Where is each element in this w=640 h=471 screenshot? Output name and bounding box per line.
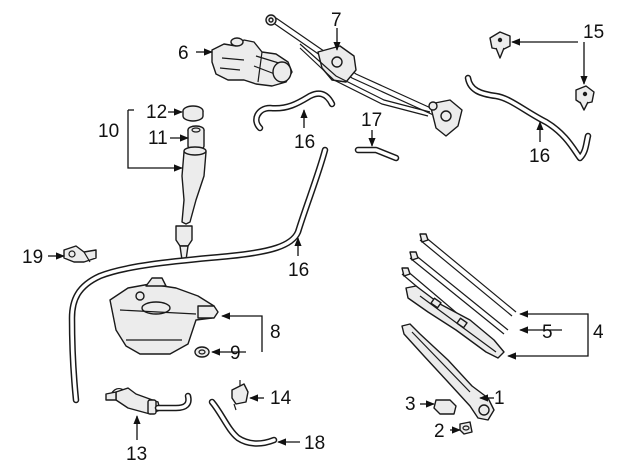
wiper-motor (211, 37, 293, 87)
hose-clip (63, 245, 97, 263)
washer-nozzle-lower (575, 85, 595, 111)
callout-2: 2 (434, 421, 445, 442)
leader-lines (48, 28, 589, 446)
callout-16-upper-center: 16 (294, 132, 315, 153)
callout-16-long-hose: 16 (288, 260, 309, 281)
washer-hose-long (68, 146, 329, 404)
callout-15: 15 (583, 22, 604, 43)
wiper-blade-upper (419, 233, 517, 317)
callout-6: 6 (178, 43, 189, 64)
washer-nozzle-upper (489, 31, 511, 59)
callout-9: 9 (230, 343, 241, 364)
washer-fluid-reservoir (109, 277, 219, 355)
wiper-arm-nut (459, 421, 473, 435)
hose-connector (231, 380, 249, 411)
wiper-arm-cover (433, 399, 457, 415)
callout-16-upper-right: 16 (529, 146, 550, 167)
callout-10: 10 (98, 121, 119, 142)
callout-14: 14 (270, 388, 292, 409)
reservoir-grommet (194, 346, 210, 358)
washer-hose-upper-right (464, 74, 592, 162)
callout-18: 18 (304, 433, 325, 454)
callout-8: 8 (270, 322, 281, 343)
callout-5: 5 (542, 322, 553, 343)
wiper-linkage (265, 14, 463, 137)
washer-hose-short (354, 146, 400, 162)
wiper-arm (401, 323, 495, 421)
washer-filler-neck (175, 146, 207, 261)
callout-1: 1 (494, 388, 505, 409)
callout-3: 3 (405, 394, 416, 415)
wiper-blade-middle (409, 251, 509, 335)
callout-7: 7 (331, 10, 342, 31)
callout-13: 13 (126, 444, 147, 465)
callout-19: 19 (22, 247, 43, 268)
washer-hose-lower (208, 398, 278, 447)
washer-filler-cap (182, 105, 204, 122)
washer-pump (105, 387, 192, 415)
callout-12: 12 (146, 102, 167, 123)
callout-4: 4 (593, 322, 604, 343)
wiper-blade-assembly (405, 285, 505, 359)
callout-17: 17 (361, 110, 382, 131)
callout-11: 11 (148, 128, 168, 149)
washer-hose-upper-center (253, 90, 336, 132)
